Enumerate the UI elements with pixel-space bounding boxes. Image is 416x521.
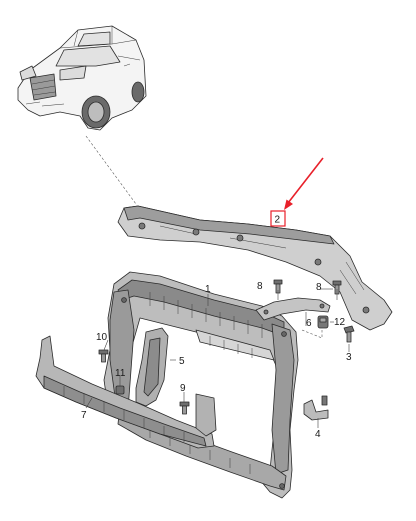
part-12-clip-nut-icon: [317, 315, 329, 329]
callout-1: 1: [205, 284, 211, 295]
part-5-center-strut: [135, 327, 169, 407]
callout-11: 11: [115, 368, 126, 379]
part-2-upper-cross-member: [117, 205, 393, 331]
callout-3: 3: [346, 352, 352, 363]
callout-8-left: 8: [257, 281, 263, 292]
vehicle-thumbnail-icon: [17, 25, 147, 131]
callout-6: 6: [306, 318, 312, 329]
part-11-nut-icon: [115, 385, 125, 395]
part-9-bolt-icon: [179, 401, 190, 415]
vehicle-to-part-leader: [85, 135, 137, 205]
part-3-screw-icon: [343, 325, 355, 343]
part-9-bracket: [195, 393, 217, 437]
callout-2: 2: [275, 215, 281, 226]
callout-7: 7: [81, 410, 87, 421]
callout-4: 4: [315, 429, 321, 440]
callout-9: 9: [180, 383, 186, 394]
callout-8-right: 8: [316, 282, 322, 293]
part-6-bracket: [255, 297, 331, 321]
callout-2-highlight-box: [270, 210, 286, 227]
leader-lines: [85, 288, 350, 428]
part-10-bolt-icon: [98, 349, 109, 363]
callout-5: 5: [179, 356, 185, 367]
callout-10: 10: [96, 332, 108, 343]
red-arrow-icon: [284, 157, 324, 210]
callouts: 1 8 8 6 12 3 4 5 10 11 9 7: [81, 281, 352, 440]
part-7-lower-deflector: [35, 335, 215, 449]
part-4-small-bracket: [303, 395, 329, 421]
callout-12: 12: [334, 317, 346, 328]
